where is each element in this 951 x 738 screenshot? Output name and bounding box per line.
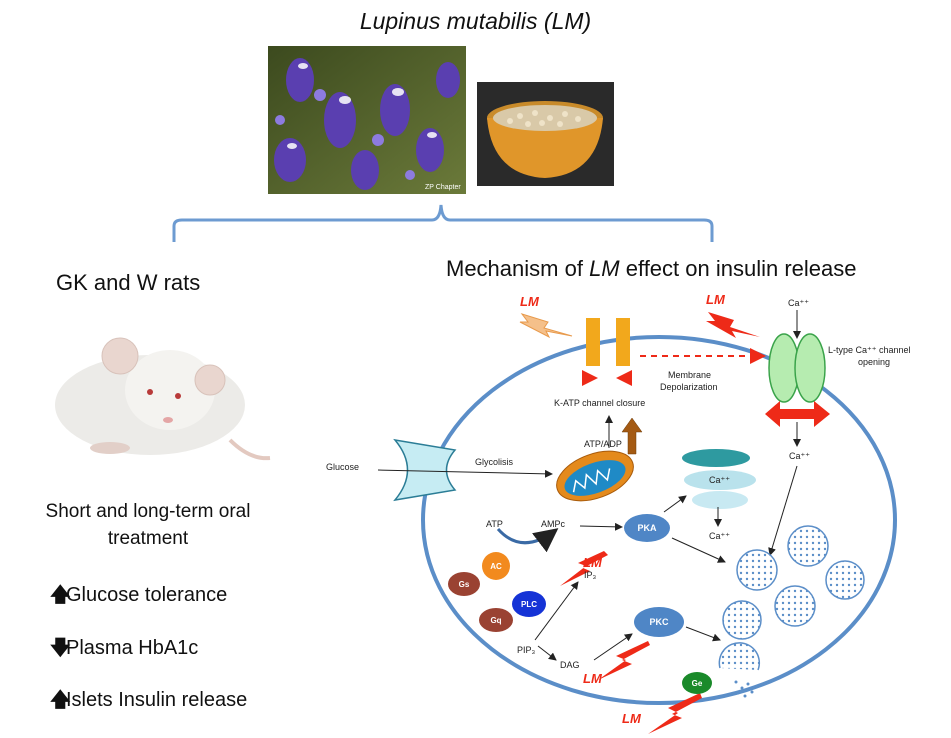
label-ip3: IP₃ (584, 570, 597, 580)
label-glycolisis: Glycolisis (475, 457, 514, 467)
label-dag: DAG (560, 660, 580, 670)
mechanism-heading-prefix: Mechanism of (446, 256, 590, 281)
atp-adp-up-arrow (621, 417, 643, 455)
label-depolarization: Depolarization (660, 382, 718, 392)
label-pkc: PKC (649, 617, 669, 627)
ac-node (482, 552, 510, 580)
label-glucose: Glucose (326, 462, 359, 472)
outcome-text: Glucose tolerance (66, 584, 228, 606)
insulin-granules (718, 525, 865, 698)
curly-brace (172, 204, 714, 242)
l-type-ca-channel (765, 310, 830, 556)
lm-label-ge: LM (622, 711, 642, 726)
label-pka: PKA (637, 523, 657, 533)
label-ge: Ge (692, 679, 703, 688)
outcome-item: 🡅Glucose tolerance (50, 580, 227, 614)
lm-lightning-pkc (598, 641, 650, 680)
cell-membrane (421, 335, 897, 705)
rat-illustration (55, 337, 271, 461)
ge-node (682, 672, 712, 694)
plc-node (512, 591, 546, 617)
mechanism-heading-suffix: effect on insulin release (619, 256, 857, 281)
mitochondrion (556, 450, 634, 502)
label-ca-er: Ca⁺⁺ (709, 475, 730, 485)
mechanism-heading: Mechanism of LM effect on insulin releas… (446, 256, 856, 282)
label-katp-closure: K-ATP channel closure (554, 398, 645, 408)
mechanism-heading-lm: LM (589, 256, 620, 281)
lm-label-ca: LM (706, 292, 726, 307)
pka-node (624, 514, 670, 542)
lm-lightning-katp (519, 313, 573, 339)
label-atp-adp: ATP/ADP (584, 439, 622, 449)
label-ac: AC (490, 562, 502, 571)
label-ca-inside: Ca⁺⁺ (789, 451, 810, 461)
gq-node (479, 608, 513, 632)
endoplasmic-reticulum (682, 449, 756, 509)
photo-credit: ZP Chapter (425, 184, 461, 191)
lupin-beans-photo (477, 82, 614, 186)
treatment-text: Short and long-term oral treatment (45, 501, 251, 549)
label-plc: PLC (521, 600, 537, 609)
lupin-flower-photo: ZP Chapter (268, 46, 466, 194)
figure-title: Lupinus mutabilis (LM) (359, 8, 592, 34)
outcome-item: 🡇Plasma HbA1c (50, 633, 198, 667)
label-atp: ATP (486, 519, 503, 529)
outcome-text: Plasma HbA1c (66, 637, 199, 659)
katp-channel (582, 318, 632, 386)
outcome-text: Islets Insulin release (66, 689, 248, 711)
rats-heading: GK and W rats (56, 270, 201, 295)
lm-label-katp: LM (520, 294, 540, 309)
outcome-item: 🡅Islets Insulin release (50, 685, 247, 719)
lm-label-pkc: LM (583, 671, 603, 686)
lm-lightning-ca-channel (706, 312, 760, 338)
gs-node (448, 572, 480, 596)
label-gq: Gq (490, 616, 501, 625)
glucose-transporter (393, 438, 457, 502)
label-l-type-channel: L-type Ca⁺⁺ channel (828, 345, 911, 355)
label-ca-outside: Ca⁺⁺ (788, 298, 809, 308)
up-arrow-icon: 🡅 (50, 584, 71, 606)
lm-label-ip3: LM (583, 555, 603, 570)
label-membrane: Membrane (668, 370, 711, 380)
down-arrow-icon: 🡇 (50, 637, 71, 659)
lm-lightning-ge (648, 693, 702, 734)
label-pip3: PIP₃ (517, 645, 536, 655)
label-channel-opening: opening (858, 357, 890, 367)
label-ampc: AMPc (541, 519, 566, 529)
label-ca-er-released: Ca⁺⁺ (709, 531, 730, 541)
lm-lightning-ip3 (560, 551, 608, 586)
pkc-node (634, 607, 684, 637)
label-gs: Gs (459, 580, 470, 589)
up-arrow-icon: 🡅 (50, 689, 71, 711)
